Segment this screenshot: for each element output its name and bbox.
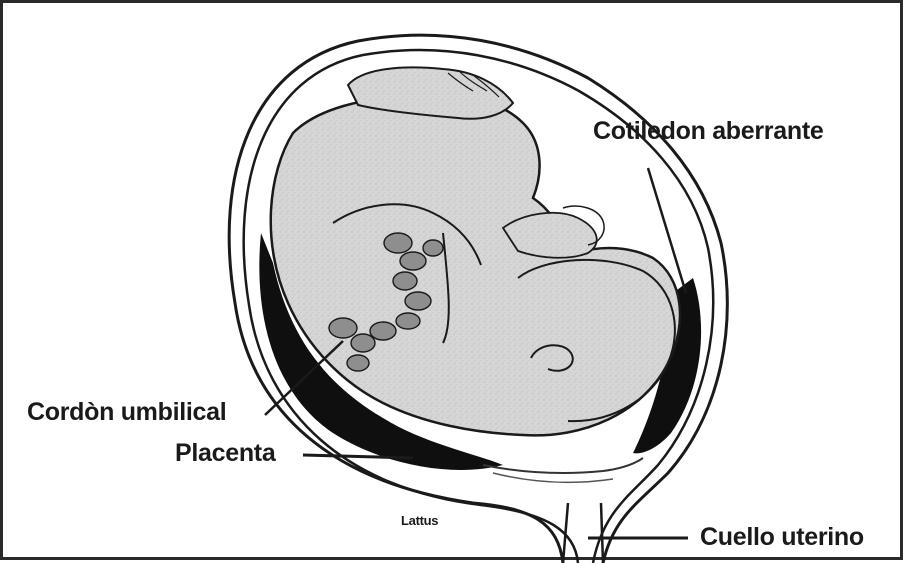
fetus-hand xyxy=(503,213,597,258)
fetus-illustration xyxy=(3,3,903,563)
label-lattus: Lattus xyxy=(401,513,438,528)
membranes xyxy=(483,458,643,473)
label-placenta: Placenta xyxy=(175,439,275,468)
label-cotiledon-aberrante: Cotiledon aberrante xyxy=(593,117,823,146)
label-cordon-umbilical: Cordòn umbilical xyxy=(27,398,226,427)
cervix xyxy=(563,503,603,563)
label-cuello-uterino: Cuello uterino xyxy=(700,523,864,552)
